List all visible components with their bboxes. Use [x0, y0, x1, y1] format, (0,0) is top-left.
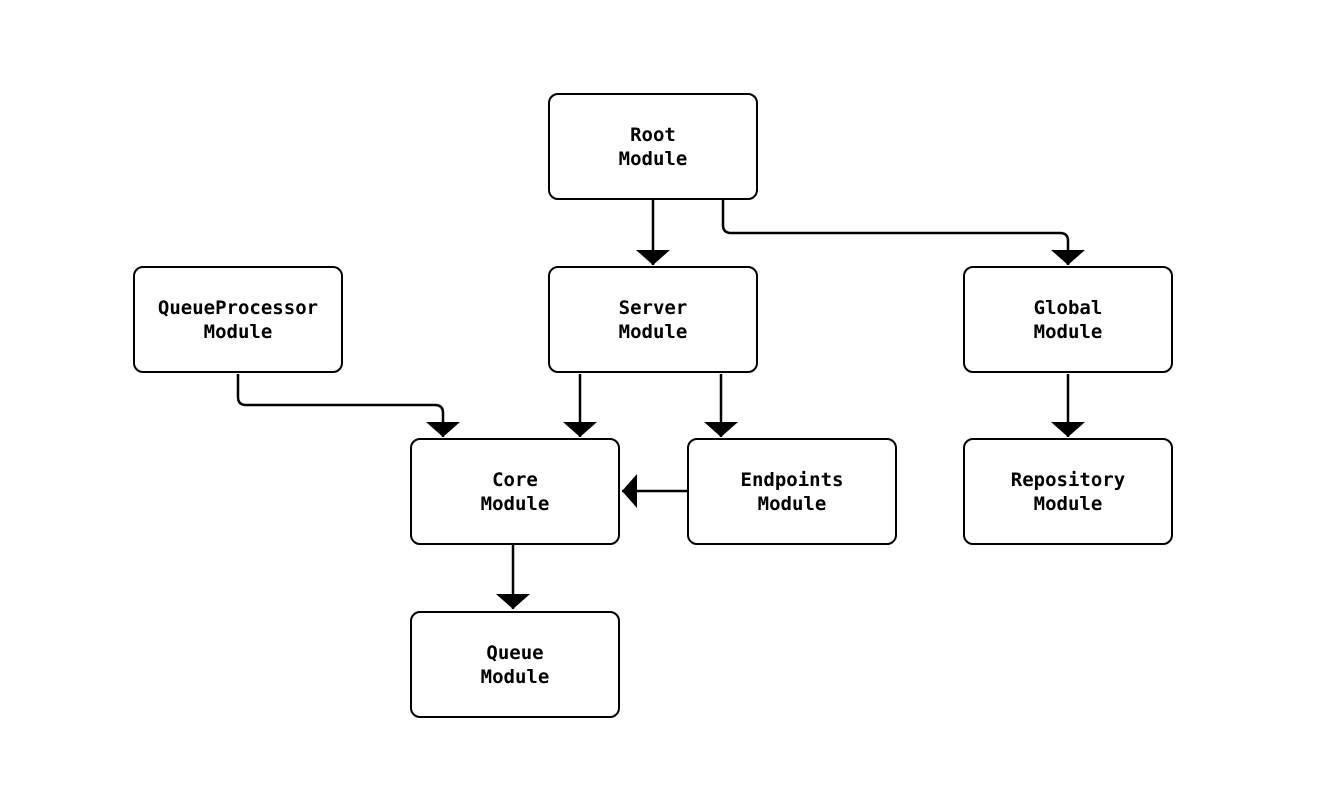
node-repository-module: Repository Module	[963, 438, 1173, 545]
node-global-module: Global Module	[963, 266, 1173, 373]
node-label: QueueProcessor Module	[157, 296, 319, 343]
node-server-module: Server Module	[548, 266, 758, 373]
node-root-module: Root Module	[548, 93, 758, 200]
node-label: Root Module	[618, 123, 688, 170]
node-label: Repository Module	[1010, 468, 1126, 515]
node-queue-module: Queue Module	[410, 611, 620, 718]
node-label: Endpoints Module	[740, 468, 844, 515]
edge-queueprocessor-to-core	[236, 374, 460, 437]
node-core-module: Core Module	[410, 438, 620, 545]
edge-root-to-global	[721, 200, 1085, 265]
node-label: Server Module	[618, 296, 688, 343]
node-label: Core Module	[480, 468, 550, 515]
node-label: Global Module	[1033, 296, 1103, 343]
node-label: Queue Module	[480, 641, 550, 688]
node-queueprocessor-module: QueueProcessor Module	[133, 266, 343, 373]
node-endpoints-module: Endpoints Module	[687, 438, 897, 545]
